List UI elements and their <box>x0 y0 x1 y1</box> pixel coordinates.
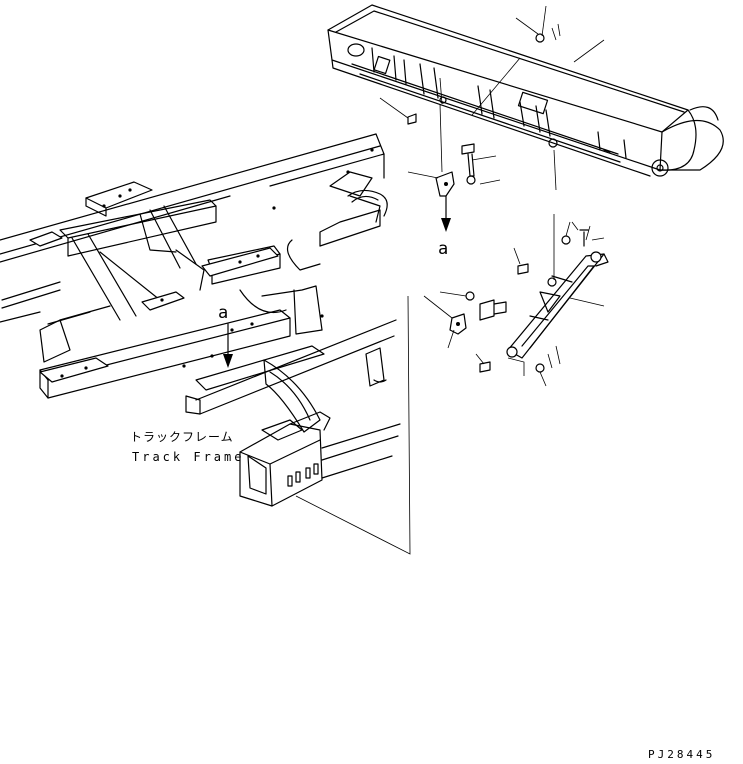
guard-leaders <box>379 5 605 191</box>
arrow-a-left-icon <box>223 323 233 368</box>
reference-label-a: a <box>438 239 449 259</box>
arrow-a-top-icon <box>441 195 451 232</box>
guard-fasteners <box>407 33 545 197</box>
support-arm <box>506 251 609 359</box>
main-frame <box>0 133 397 433</box>
drawing-code: PJ28445 <box>648 748 716 761</box>
support-fasteners <box>449 229 589 373</box>
track-frame-label-en: Track Frame <box>132 450 245 464</box>
reference-label-a: a <box>218 303 229 323</box>
track-frame-leader <box>295 295 411 555</box>
track-frame <box>239 411 401 507</box>
support-leaders <box>423 214 605 387</box>
guard-rail <box>327 4 724 177</box>
track-frame-label-jp: トラックフレーム <box>130 430 234 444</box>
